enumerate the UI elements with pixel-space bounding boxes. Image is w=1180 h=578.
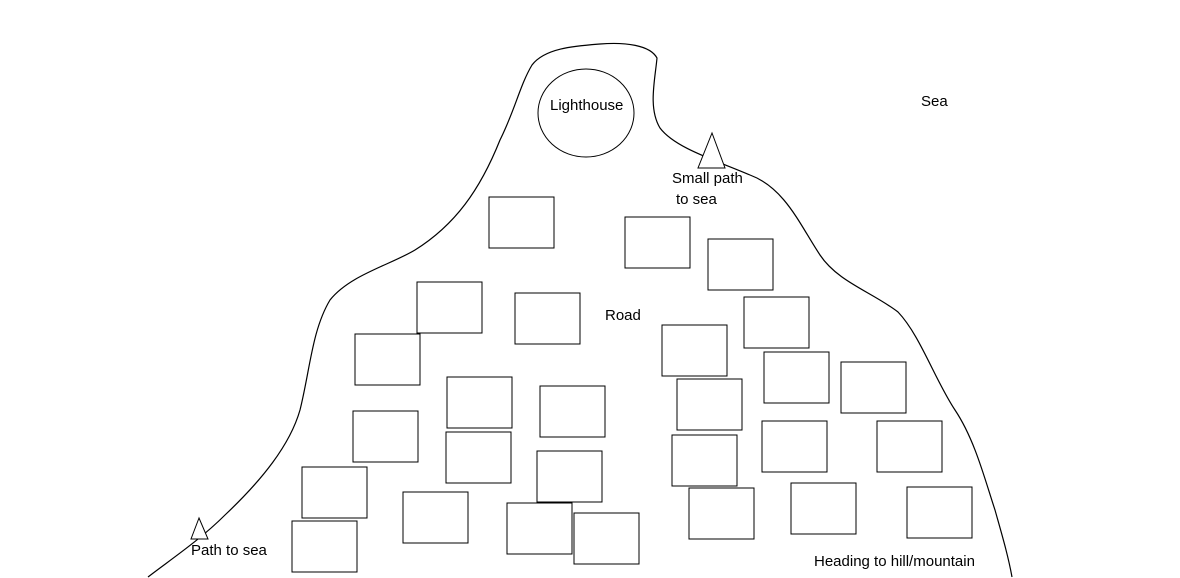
building: [352, 410, 419, 463]
building: [671, 434, 738, 487]
building: [743, 296, 810, 349]
path-to-sea-marker: [190, 516, 209, 540]
building: [539, 385, 606, 438]
building: [506, 502, 573, 555]
building: [688, 487, 755, 540]
building: [488, 196, 555, 249]
road-label: Road: [605, 307, 641, 324]
building: [301, 466, 368, 519]
building: [445, 431, 512, 484]
building: [573, 512, 640, 565]
building: [514, 292, 581, 345]
building: [291, 520, 358, 573]
small-path-marker: [697, 131, 726, 169]
buildings: [291, 196, 973, 573]
building: [761, 420, 828, 473]
building: [446, 376, 513, 429]
building: [790, 482, 857, 535]
building: [763, 351, 830, 404]
sea-label: Sea: [921, 93, 948, 110]
heading-label: Heading to hill/mountain: [814, 553, 975, 570]
building: [906, 486, 973, 539]
building: [402, 491, 469, 544]
coastline: [147, 42, 1013, 578]
building: [676, 378, 743, 431]
small-path-label-line2: to sea: [676, 191, 717, 208]
building: [840, 361, 907, 414]
small-path-label-line1: Small path: [672, 170, 743, 187]
path-to-sea-label: Path to sea: [191, 542, 267, 559]
building: [876, 420, 943, 473]
lighthouse-label: Lighthouse: [550, 97, 624, 114]
building: [536, 450, 603, 503]
building: [707, 238, 774, 291]
building: [354, 333, 421, 386]
lighthouse-circle: [537, 68, 635, 158]
building: [661, 324, 728, 377]
building: [416, 281, 483, 334]
building: [624, 216, 691, 269]
